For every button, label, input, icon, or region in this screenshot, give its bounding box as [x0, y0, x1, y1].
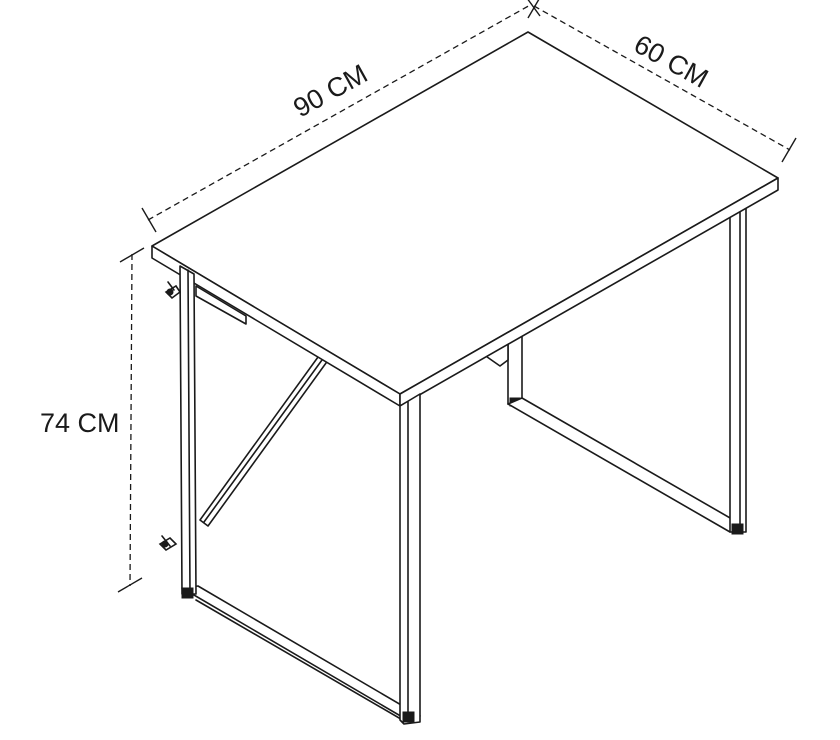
left-side-frame — [181, 285, 421, 723]
width-label: 90 CM — [288, 58, 372, 123]
width-dimension — [141, 0, 541, 233]
wall-hook-bottom — [158, 535, 178, 552]
wall-hook-top — [164, 281, 182, 300]
depth-label: 60 CM — [629, 29, 713, 94]
front-left-leg — [399, 393, 421, 725]
height-label: 74 CM — [40, 408, 120, 438]
height-dimension — [117, 247, 145, 593]
depth-dimension — [527, 0, 797, 163]
table-top — [151, 31, 779, 407]
left-back-leg — [179, 265, 197, 599]
